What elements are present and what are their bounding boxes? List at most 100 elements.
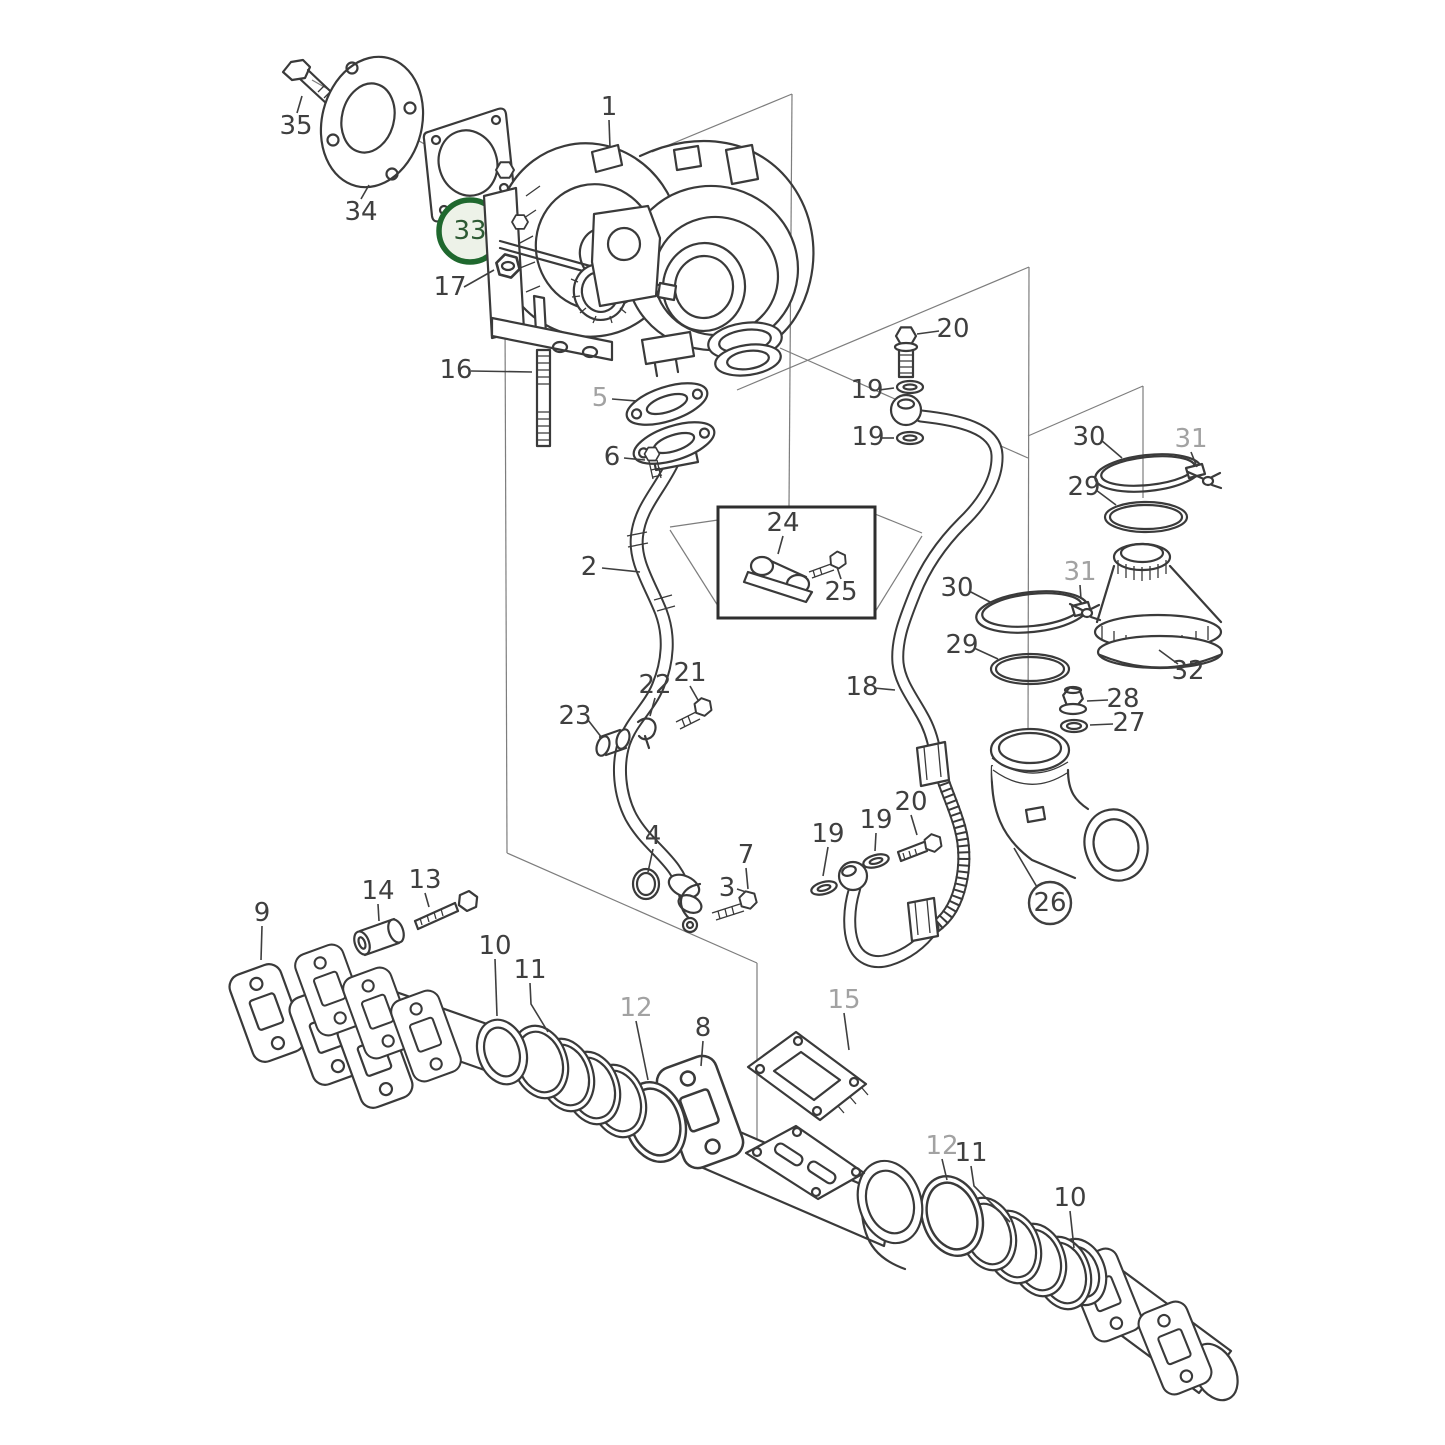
leader-24-27 bbox=[777, 535, 784, 555]
callout-17-16[interactable]: 17 bbox=[433, 272, 466, 302]
leader-23-26 bbox=[587, 719, 603, 739]
leader-30-33 bbox=[1100, 439, 1123, 459]
leader-30-36 bbox=[968, 590, 993, 604]
leader-18-17 bbox=[873, 687, 896, 691]
leader-35-41 bbox=[296, 95, 303, 114]
callout-9-8[interactable]: 9 bbox=[254, 898, 271, 928]
part-elbow-26 bbox=[989, 727, 1149, 882]
leader-31-37 bbox=[1079, 584, 1082, 600]
leader-32-38 bbox=[1158, 649, 1179, 665]
part-clamp-30-upper bbox=[1094, 453, 1207, 493]
callout-10-9[interactable]: 10 bbox=[478, 931, 511, 961]
callout-28-31[interactable]: 28 bbox=[1106, 684, 1139, 714]
callout-26-29[interactable]: 26 bbox=[1033, 888, 1066, 918]
construction-line-9 bbox=[1027, 385, 1144, 437]
leader-11-43 bbox=[970, 1165, 1011, 1223]
callout-25-28[interactable]: 25 bbox=[824, 577, 857, 607]
leader-3-2 bbox=[736, 888, 747, 893]
part-bolt-25 bbox=[808, 548, 850, 579]
callout-23-26[interactable]: 23 bbox=[558, 701, 591, 731]
callout-12-11[interactable]: 12 bbox=[619, 993, 652, 1023]
leader-17-16 bbox=[463, 269, 495, 288]
leader-10-44 bbox=[1069, 1210, 1075, 1249]
construction-line-14 bbox=[874, 535, 923, 613]
callout-14-13[interactable]: 14 bbox=[361, 876, 394, 906]
leader-19-18 bbox=[878, 387, 895, 391]
part-flange-34 bbox=[319, 55, 425, 189]
callout-22-25[interactable]: 22 bbox=[638, 670, 671, 700]
part-banjo-upper bbox=[889, 326, 925, 446]
callout-11-43[interactable]: 11 bbox=[954, 1138, 987, 1168]
callout-15-14[interactable]: 15 bbox=[827, 985, 860, 1015]
callout-21-24[interactable]: 21 bbox=[673, 658, 706, 688]
callout-2-1[interactable]: 2 bbox=[581, 552, 598, 582]
part-banjo-lower bbox=[808, 831, 946, 899]
part-stud-16 bbox=[535, 348, 552, 448]
leader-6-5 bbox=[623, 457, 646, 461]
part-washer-27 bbox=[1059, 718, 1089, 734]
leader-8-7 bbox=[700, 1040, 704, 1067]
leader-4-3 bbox=[647, 848, 654, 873]
callout-34-40[interactable]: 34 bbox=[344, 197, 377, 227]
part-bolt-13 bbox=[413, 887, 482, 931]
callout-19-19[interactable]: 19 bbox=[851, 422, 884, 452]
callout-31-37[interactable]: 31 bbox=[1063, 557, 1096, 587]
callout-leaders bbox=[260, 95, 1198, 1249]
callout-13-12[interactable]: 13 bbox=[408, 865, 441, 895]
part-oring-29-lower bbox=[989, 652, 1071, 686]
leader-19-21 bbox=[822, 846, 829, 877]
callout-6-5[interactable]: 6 bbox=[604, 442, 621, 472]
leader-28-31 bbox=[1086, 699, 1109, 702]
leader-20-23 bbox=[910, 814, 918, 836]
callout-7-6[interactable]: 7 bbox=[738, 840, 755, 870]
part-bolt-21 bbox=[675, 695, 716, 730]
callout-1-0[interactable]: 1 bbox=[601, 92, 618, 122]
part-gaskets-5 bbox=[620, 373, 721, 474]
callout-16-15[interactable]: 16 bbox=[439, 355, 472, 385]
leader-12-11 bbox=[635, 1020, 649, 1081]
callout-8-7[interactable]: 8 bbox=[695, 1013, 712, 1043]
leader-10-9 bbox=[494, 958, 498, 1017]
callout-30-36[interactable]: 30 bbox=[940, 573, 973, 603]
callout-30-33[interactable]: 30 bbox=[1072, 422, 1105, 452]
part-turbocharger-1 bbox=[482, 139, 815, 378]
callout-18-17[interactable]: 18 bbox=[845, 672, 878, 702]
callout-4-3[interactable]: 4 bbox=[645, 821, 662, 851]
callout-29-32[interactable]: 29 bbox=[1067, 472, 1100, 502]
leader-14-13 bbox=[377, 903, 380, 922]
leader-29-32 bbox=[1095, 489, 1117, 506]
callout-19-21[interactable]: 19 bbox=[811, 819, 844, 849]
callout-31-34[interactable]: 31 bbox=[1174, 424, 1207, 454]
callout-10-44[interactable]: 10 bbox=[1053, 1183, 1086, 1213]
callout-circle-26[interactable] bbox=[1027, 880, 1073, 926]
leader-2-1 bbox=[601, 567, 641, 573]
callout-27-30[interactable]: 27 bbox=[1112, 708, 1145, 738]
part-clamp-24 bbox=[742, 555, 814, 604]
leader-25-28 bbox=[836, 566, 842, 580]
leader-9-8 bbox=[260, 925, 263, 961]
part-bolt-7 bbox=[711, 889, 760, 921]
callout-3-2[interactable]: 3 bbox=[719, 873, 736, 903]
callout-11-10[interactable]: 11 bbox=[513, 955, 546, 985]
callout-24-27[interactable]: 24 bbox=[766, 508, 799, 538]
leader-15-14 bbox=[843, 1012, 850, 1051]
construction-line-7 bbox=[1027, 266, 1030, 746]
callout-20-20[interactable]: 20 bbox=[936, 314, 969, 344]
callout-19-18[interactable]: 19 bbox=[850, 375, 883, 405]
leader-27-30 bbox=[1089, 723, 1114, 726]
callout-35-41[interactable]: 35 bbox=[279, 111, 312, 141]
callout-12-42[interactable]: 12 bbox=[925, 1131, 958, 1161]
callout-5-4[interactable]: 5 bbox=[592, 383, 609, 413]
leader-22-25 bbox=[649, 697, 656, 717]
callout-20-23[interactable]: 20 bbox=[894, 787, 927, 817]
construction-line-11 bbox=[669, 519, 719, 528]
callout-19-22[interactable]: 19 bbox=[859, 805, 892, 835]
leader-7-6 bbox=[745, 867, 749, 890]
callout-29-35[interactable]: 29 bbox=[945, 630, 978, 660]
detail-box-24-25 bbox=[716, 505, 877, 620]
part-exhaust-manifold-front bbox=[290, 940, 529, 1086]
leader-12-42 bbox=[941, 1158, 948, 1181]
callout-33-39[interactable]: 33 bbox=[453, 216, 486, 246]
callout-32-38[interactable]: 32 bbox=[1171, 656, 1204, 686]
